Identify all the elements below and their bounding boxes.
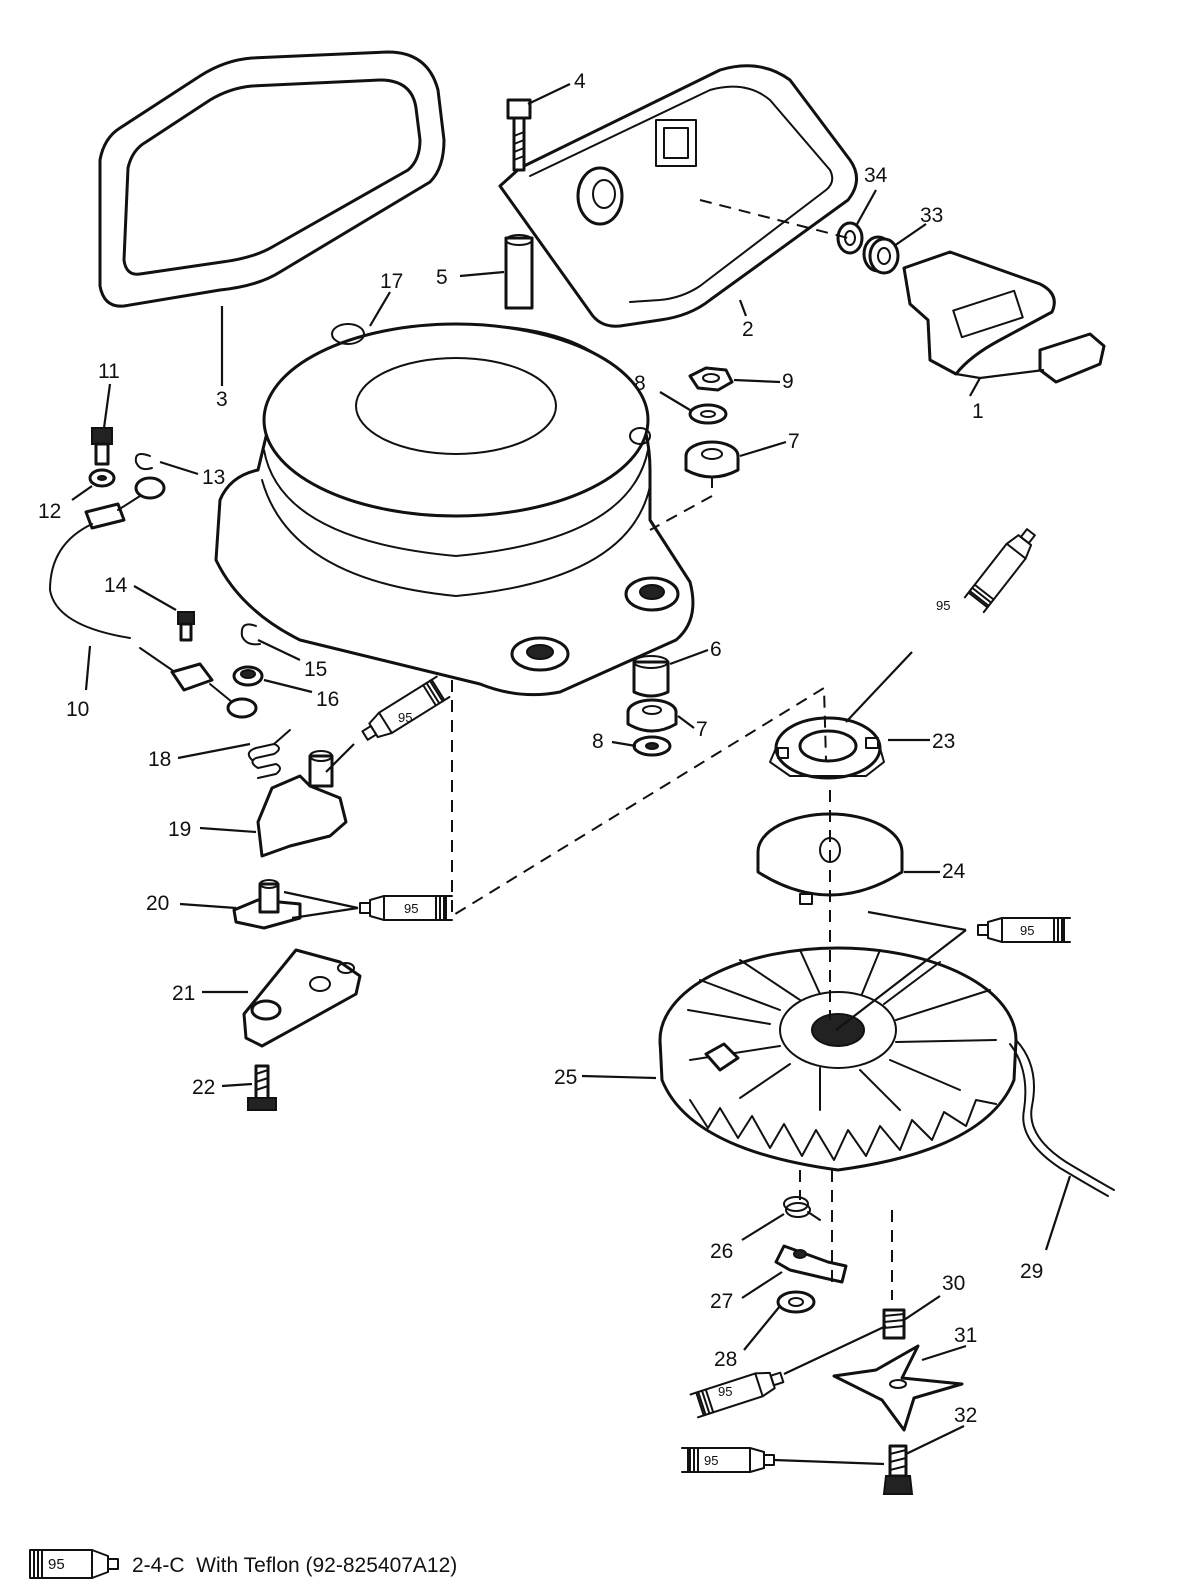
part-29-starter-rope (1009, 1039, 1115, 1197)
part-28-retainer (776, 1290, 816, 1314)
lubricant-tube-label: 95 (1020, 923, 1034, 938)
part-15-clip (240, 623, 261, 646)
part-8-washer-upper (688, 403, 728, 425)
callout-14: 14 (104, 574, 128, 597)
callout-numbers: 1 2 3 4 5 6 7 7 8 8 9 10 11 12 13 14 15 … (38, 70, 1043, 1427)
part-22-screw (247, 1064, 277, 1111)
part-21-bracket (242, 948, 362, 1048)
lubricant-tube-label: 95 (936, 598, 950, 613)
callout-leader-lines (71, 83, 1072, 1455)
callout-9: 9 (782, 370, 794, 393)
callout-12: 12 (38, 500, 61, 523)
lubricant-tube-label: 95 (718, 1384, 732, 1399)
callout-30: 30 (942, 1272, 965, 1295)
part-5-spacer (504, 234, 534, 310)
lubricant-tube-label: 95 (404, 901, 418, 916)
callout-23: 23 (932, 730, 955, 753)
part-17-starter-housing (214, 322, 695, 697)
callout-29: 29 (1020, 1260, 1043, 1283)
lubricant-tube-1 (963, 523, 1042, 614)
callout-17: 17 (380, 270, 403, 293)
part-12-washer (88, 468, 116, 488)
part-1-starter-handle (902, 250, 1106, 384)
part-20-cam (232, 879, 302, 930)
callout-32: 32 (954, 1404, 977, 1427)
part-7-grommet-lower (626, 698, 678, 733)
part-3-cover-frame (98, 50, 446, 308)
part-33-bushing (862, 235, 900, 275)
callout-21: 21 (172, 982, 195, 1005)
lubricant-tube-label: 95 (398, 710, 412, 725)
part-27-pawl (774, 1244, 848, 1284)
lubricant-leader-lines (283, 651, 967, 1466)
lubricant-legend: 95 2-4-C With Teflon (92-825407A12) (29, 1549, 457, 1579)
legend-text: 2-4-C With Teflon (92-825407A12) (132, 1554, 457, 1577)
part-11-screw (91, 427, 113, 466)
callout-33: 33 (920, 204, 943, 227)
part-7-grommet-upper (684, 440, 740, 479)
part-30-spring (882, 1308, 906, 1340)
part-23-friction-plate (769, 716, 885, 780)
callout-24: 24 (942, 860, 966, 883)
callout-2: 2 (742, 318, 754, 341)
part-4-bolt (506, 98, 532, 172)
callout-8-lower: 8 (592, 730, 604, 753)
part-14-screw (177, 611, 195, 642)
callout-28: 28 (714, 1348, 737, 1371)
callout-13: 13 (202, 466, 225, 489)
part-16-washer (232, 665, 264, 687)
callout-10: 10 (66, 698, 89, 721)
callout-4: 4 (574, 70, 586, 93)
callout-15: 15 (304, 658, 327, 681)
callout-20: 20 (146, 892, 169, 915)
part-9-nut (688, 366, 734, 392)
part-25-rope-pulley (658, 946, 1018, 1172)
callout-27: 27 (710, 1290, 733, 1313)
part-13-clip (134, 453, 153, 471)
callout-11: 11 (98, 360, 120, 383)
part-26-spring (783, 1196, 821, 1221)
part-19-pawl (256, 750, 348, 858)
callout-6: 6 (710, 638, 722, 661)
part-10-cable (49, 476, 258, 719)
legend-tube-label: 95 (48, 1556, 65, 1573)
callout-25: 25 (554, 1066, 577, 1089)
part-18-spring (247, 729, 291, 779)
callout-1: 1 (972, 400, 984, 423)
part-2-handle-housing (498, 64, 858, 328)
callout-3: 3 (216, 388, 228, 411)
callout-34: 34 (864, 164, 888, 187)
callout-26: 26 (710, 1240, 733, 1263)
part-32-screw (882, 1444, 914, 1495)
part-8-washer-lower (632, 735, 672, 757)
lubricant-tube-label: 95 (704, 1453, 718, 1468)
callout-5: 5 (436, 266, 448, 289)
part-31-rope-retainer (832, 1344, 964, 1432)
callout-7-upper: 7 (788, 430, 800, 453)
callout-19: 19 (168, 818, 191, 841)
lubricant-tube-6 (681, 1447, 775, 1473)
lubricant-tube-5 (689, 1365, 787, 1419)
callout-16: 16 (316, 688, 339, 711)
part-6-bushing (632, 655, 670, 698)
callout-8-upper: 8 (634, 372, 646, 395)
part-34-washer (836, 221, 864, 255)
callout-22: 22 (192, 1076, 215, 1099)
assembly-dashed-lines (451, 199, 893, 1300)
callout-7-lower: 7 (696, 718, 708, 741)
callout-31: 31 (954, 1324, 977, 1347)
callout-18: 18 (148, 748, 171, 771)
legend-tube-icon (29, 1549, 119, 1579)
